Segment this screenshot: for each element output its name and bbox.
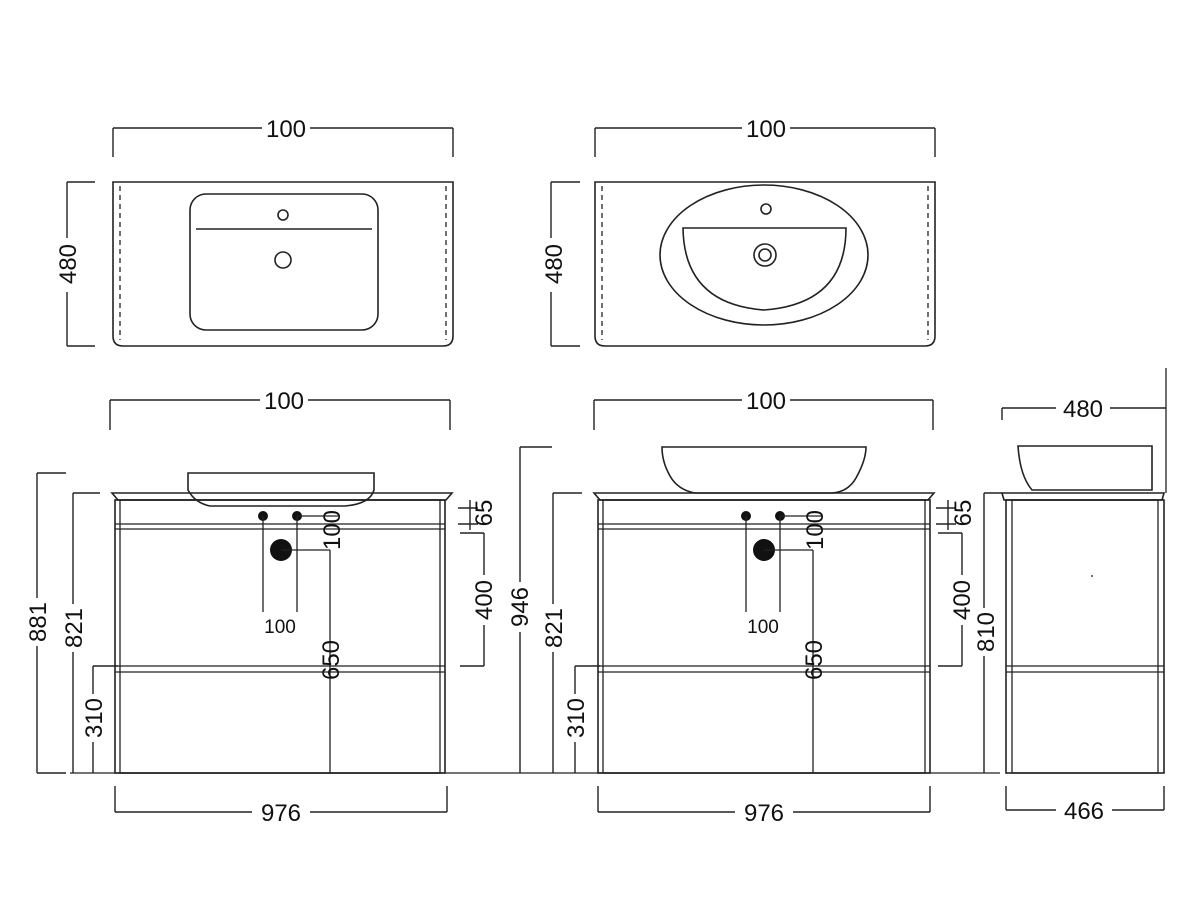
front-right-upper-drawer-label: 400 — [949, 580, 976, 620]
front-left-basin — [187, 472, 375, 507]
front-right-top-thickness-label: 65 — [950, 500, 977, 527]
side-top-depth-label: 480 — [1063, 396, 1103, 423]
top-left-tap-hole — [277, 209, 289, 221]
front-right-cabinet-height-dimension: 821 — [541, 492, 582, 773]
front-view-right: 100 100 100 650 946 821 — [460, 388, 1000, 827]
front-left-drawer-height-label: 310 — [81, 698, 108, 738]
side-top-depth-dimension: 480 — [1001, 368, 1167, 493]
front-left-cabinet-height-dimension: 821 — [61, 492, 100, 773]
front-right-bottom-width-label: 976 — [744, 800, 784, 827]
front-right-drain-height-label: 650 — [801, 640, 828, 680]
front-left-upper-drawer-dimension: 400 — [460, 532, 498, 667]
front-right-countertop — [592, 492, 936, 501]
top-right-width-dimension: 100 — [594, 116, 936, 157]
front-left-total-height-label: 881 — [25, 602, 52, 642]
front-right-total-height-label: 946 — [507, 587, 534, 627]
side-cabinet-frame — [1005, 499, 1165, 774]
side-view: 480 810 466 — [973, 368, 1167, 825]
front-view-left: 100 100 100 650 881 — [25, 388, 498, 827]
front-right-drawer-height-dimension: 310 — [563, 665, 600, 773]
front-left-top-thickness-dimension: 65 — [458, 500, 498, 530]
front-right-basin — [661, 446, 867, 494]
top-right-drain-inner — [758, 248, 772, 262]
front-right-total-height-dimension: 946 — [507, 446, 552, 773]
front-left-top-thickness-label: 65 — [471, 500, 498, 527]
front-right-drawer-height-label: 310 — [563, 698, 590, 738]
side-height-dimension: 810 — [973, 492, 1002, 773]
front-right-top-width-label: 100 — [746, 388, 786, 415]
side-countertop — [1000, 492, 1166, 501]
top-right-width-label: 100 — [746, 116, 786, 143]
front-left-tap-spacing-vertical-label: 100 — [319, 510, 346, 550]
front-left-bottom-width-dimension: 976 — [114, 786, 448, 827]
front-right-upper-drawer-dimension: 400 — [938, 532, 976, 667]
top-left-width-label: 100 — [266, 116, 306, 143]
top-left-depth-label: 480 — [55, 244, 82, 284]
top-right-basin-inner — [682, 227, 847, 311]
front-right-tap-spacing-horizontal-label: 100 — [747, 617, 779, 638]
front-left-drain-height-label: 650 — [318, 640, 345, 680]
side-bottom-depth-dimension: 466 — [1005, 786, 1165, 825]
top-view-left: 100 480 — [55, 116, 454, 347]
top-left-countertop — [112, 181, 454, 347]
top-right-drain-outer — [753, 243, 777, 267]
top-right-tap-hole — [760, 203, 772, 215]
side-height-label: 810 — [973, 612, 1000, 652]
front-right-bottom-width-dimension: 976 — [597, 786, 931, 827]
front-left-countertop — [110, 492, 454, 501]
front-left-upper-drawer-label: 400 — [471, 580, 498, 620]
top-right-countertop — [594, 181, 936, 347]
top-right-basin-outer — [659, 184, 869, 326]
front-left-drawer-height-dimension: 310 — [81, 665, 118, 773]
front-left-bottom-width-label: 976 — [261, 800, 301, 827]
front-left-cabinet-height-label: 821 — [61, 608, 88, 648]
top-left-depth-dimension: 480 — [55, 181, 95, 347]
front-right-tap-spacing-vertical-label: 100 — [802, 510, 829, 550]
top-right-depth-dimension: 480 — [541, 181, 580, 347]
front-left-total-height-dimension: 881 — [25, 472, 66, 774]
front-right-top-width-dimension: 100 — [593, 388, 934, 430]
top-left-drain-hole — [274, 251, 292, 269]
top-left-width-dimension: 100 — [112, 116, 454, 157]
front-left-top-width-label: 100 — [264, 388, 304, 415]
side-basin — [1017, 445, 1153, 491]
side-cabinet-inner — [1011, 499, 1159, 774]
side-bottom-depth-label: 466 — [1064, 798, 1104, 825]
front-left-tap-spacing-horizontal-label: 100 — [264, 617, 296, 638]
front-left-top-width-dimension: 100 — [109, 388, 451, 430]
front-right-cabinet-height-label: 821 — [541, 608, 568, 648]
top-view-right: 100 480 — [541, 116, 936, 347]
front-right-top-thickness-dimension: 65 — [936, 500, 977, 530]
top-left-basin-outline — [189, 193, 379, 331]
top-right-depth-label: 480 — [541, 244, 568, 284]
